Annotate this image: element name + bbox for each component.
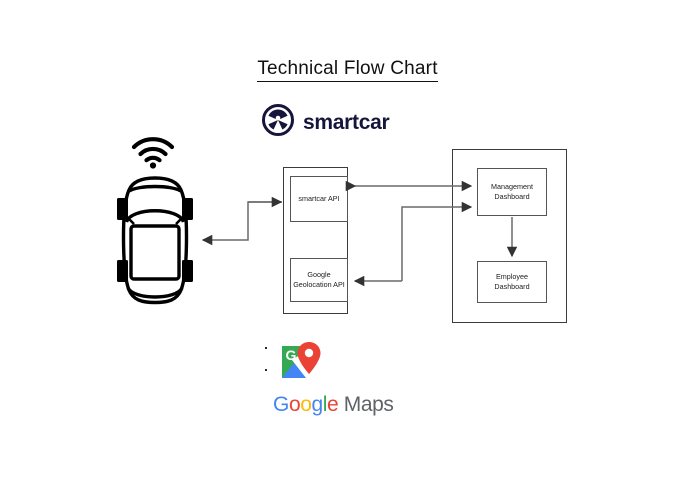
mgmt-label-line2: Dashboard bbox=[494, 192, 530, 201]
steering-wheel-icon bbox=[262, 104, 294, 141]
management-dashboard-label: Management Dashboard bbox=[491, 182, 533, 203]
geo-label-line2: Geolocation API bbox=[293, 280, 345, 289]
connector-api-to-car bbox=[201, 201, 282, 246]
gmaps-letter-g2: g bbox=[311, 393, 324, 416]
gmaps-letter-l: l bbox=[322, 393, 328, 416]
gmaps-letter-g1: G bbox=[273, 393, 289, 416]
smartcar-api-label: smartcar API bbox=[298, 193, 340, 203]
page-title-text: Technical Flow Chart bbox=[257, 58, 438, 82]
mgmt-label-line1: Management bbox=[491, 181, 533, 191]
management-dashboard-box[interactable]: Management Dashboard bbox=[477, 168, 547, 216]
smartcar-api-box[interactable]: smartcar API bbox=[290, 176, 348, 222]
employee-dashboard-label: Employee Dashboard bbox=[494, 272, 529, 293]
car-top-view-icon bbox=[112, 174, 198, 311]
gmaps-letter-e: e bbox=[327, 393, 339, 416]
google-geolocation-api-box[interactable]: Google Geolocation API bbox=[290, 258, 348, 302]
page-title: Technical Flow Chart bbox=[0, 58, 695, 82]
google-geolocation-api-label: Google Geolocation API bbox=[293, 270, 345, 291]
google-maps-pin-icon: G bbox=[273, 340, 373, 389]
geo-label-line1: Google bbox=[307, 269, 331, 279]
stray-dot-upper bbox=[265, 347, 267, 349]
google-maps-wordmark: Google Maps bbox=[273, 393, 394, 417]
gmaps-letter-o1: o bbox=[288, 393, 301, 416]
wifi-icon bbox=[131, 137, 175, 174]
smartcar-logo: smartcar bbox=[262, 104, 390, 141]
gmaps-letter-o2: o bbox=[300, 393, 312, 416]
smartcar-wordmark: smartcar bbox=[303, 110, 390, 134]
emp-label-line2: Dashboard bbox=[494, 282, 530, 291]
employee-dashboard-box[interactable]: Employee Dashboard bbox=[477, 261, 547, 303]
stray-dot-lower bbox=[265, 369, 267, 371]
google-maps-logo: G Google Maps bbox=[273, 340, 394, 417]
gmaps-maps-text: Maps bbox=[343, 393, 394, 416]
emp-label-line1: Employee bbox=[496, 271, 528, 281]
svg-text:G: G bbox=[286, 347, 297, 363]
